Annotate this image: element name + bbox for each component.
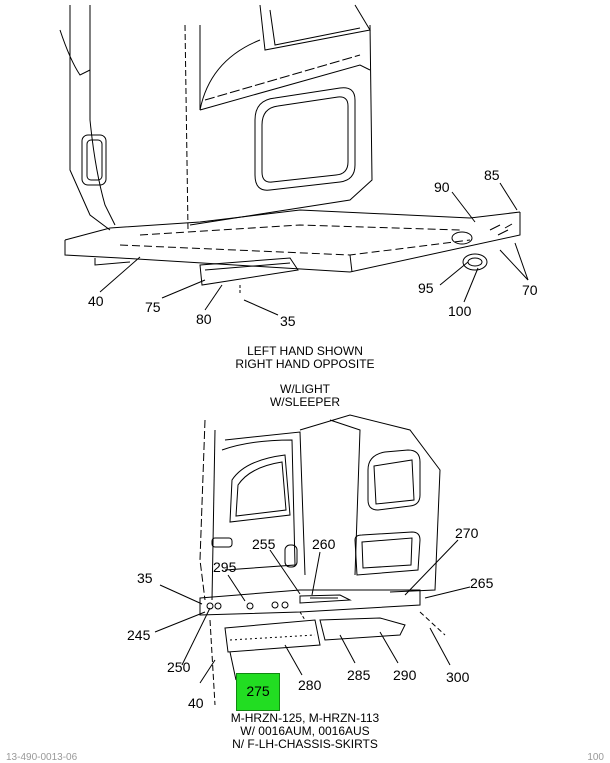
- callout-280: 280: [298, 677, 322, 693]
- caption-options: W/ 0016AUM, 0016AUS: [240, 724, 370, 738]
- footer-right-text: 100: [587, 752, 604, 763]
- callout-70: 70: [522, 282, 538, 298]
- callout-95: 95: [418, 280, 434, 296]
- callout-245: 245: [127, 627, 151, 643]
- callout-35-lower: 35: [137, 570, 153, 586]
- callout-40-lower: 40: [188, 695, 204, 711]
- callout-290: 290: [393, 667, 417, 683]
- callout-75: 75: [145, 299, 161, 315]
- callout-85: 85: [484, 167, 500, 183]
- caption-not-with: N/ F-LH-CHASSIS-SKIRTS: [232, 737, 378, 751]
- callout-285: 285: [347, 667, 371, 683]
- caption-with-light: W/LIGHT: [280, 382, 330, 396]
- caption-left-hand-shown: LEFT HAND SHOWN: [247, 344, 363, 358]
- callout-100: 100: [448, 303, 472, 319]
- callout-300: 300: [446, 669, 470, 685]
- callout-80: 80: [196, 311, 212, 327]
- bottom-cab-drawing: [199, 414, 446, 706]
- top-cab-drawing: [59, 4, 521, 295]
- callout-275[interactable]: 275: [246, 683, 270, 699]
- callout-260: 260: [312, 536, 336, 552]
- callout-270: 270: [455, 525, 479, 541]
- bottom-callout-labels: 35 295 255 260 270 265 245 250 40 280 28…: [127, 525, 494, 711]
- top-callout-labels: 90 85 40 75 80 35 95 100 70: [88, 167, 538, 329]
- caption-right-hand-opposite: RIGHT HAND OPPOSITE: [235, 357, 375, 371]
- callout-35: 35: [280, 313, 296, 329]
- caption-models: M-HRZN-125, M-HRZN-113: [230, 711, 380, 725]
- caption-with-sleeper: W/SLEEPER: [269, 395, 341, 409]
- callout-295: 295: [213, 559, 237, 575]
- callout-255: 255: [252, 536, 276, 552]
- top-leader-lines: [99, 182, 529, 316]
- callout-265: 265: [470, 575, 494, 591]
- bottom-leader-lines: [154, 539, 471, 684]
- callout-40: 40: [88, 293, 104, 309]
- callout-250: 250: [167, 659, 191, 675]
- footer-left-text: 13-490-0013-06: [6, 752, 78, 763]
- highlighted-callout-box[interactable]: [236, 673, 280, 711]
- callout-90: 90: [434, 179, 450, 195]
